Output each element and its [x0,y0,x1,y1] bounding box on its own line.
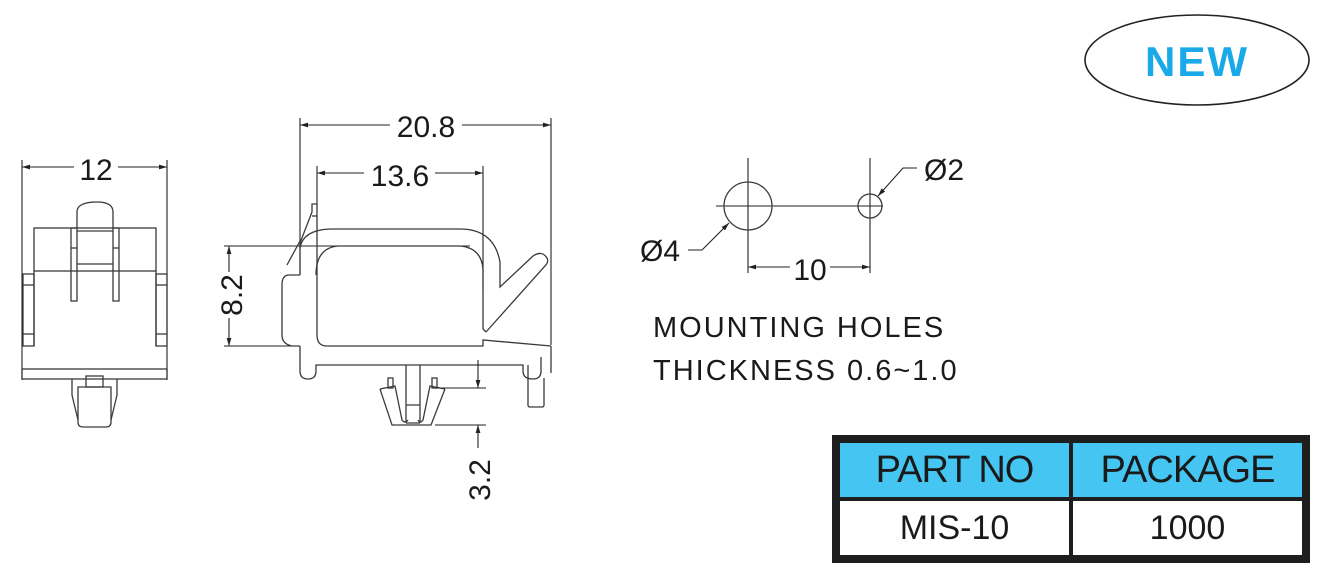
small-hole-dia: Ø2 [924,154,964,187]
badge-label: NEW [1145,38,1249,85]
value-package: 1000 [1073,501,1302,555]
badge-ellipse [1084,14,1310,106]
new-badge: NEW [1084,14,1310,106]
mounting-note-thickness: THICKNESS 0.6~1.0 [653,355,959,387]
value-part-no: MIS-10 [840,501,1069,555]
large-hole-dia: Ø4 [640,235,680,268]
mounting-holes: Ø4 Ø2 10 MOUNTING HOLES THICKNESS 0.6~1.… [640,154,964,387]
hole-spacing-dim: 10 [793,254,826,287]
height-dim: 8.2 [216,274,249,316]
front-width-dim: 12 [79,154,112,187]
large-hole [723,181,773,231]
side-view: 20.8 13.6 8.2 3 [216,111,552,501]
header-part-no: PART NO [840,443,1069,497]
overall-width-dim: 20.8 [397,111,455,144]
header-package: PACKAGE [1073,443,1302,497]
inner-width-dim: 13.6 [371,160,429,193]
front-view: 12 [21,154,168,428]
small-hole [857,193,883,219]
spec-table: PART NO PACKAGE MIS-10 1000 [832,435,1310,563]
pin-length-dim: 3.2 [464,459,497,501]
mounting-note-title: MOUNTING HOLES [653,312,945,344]
